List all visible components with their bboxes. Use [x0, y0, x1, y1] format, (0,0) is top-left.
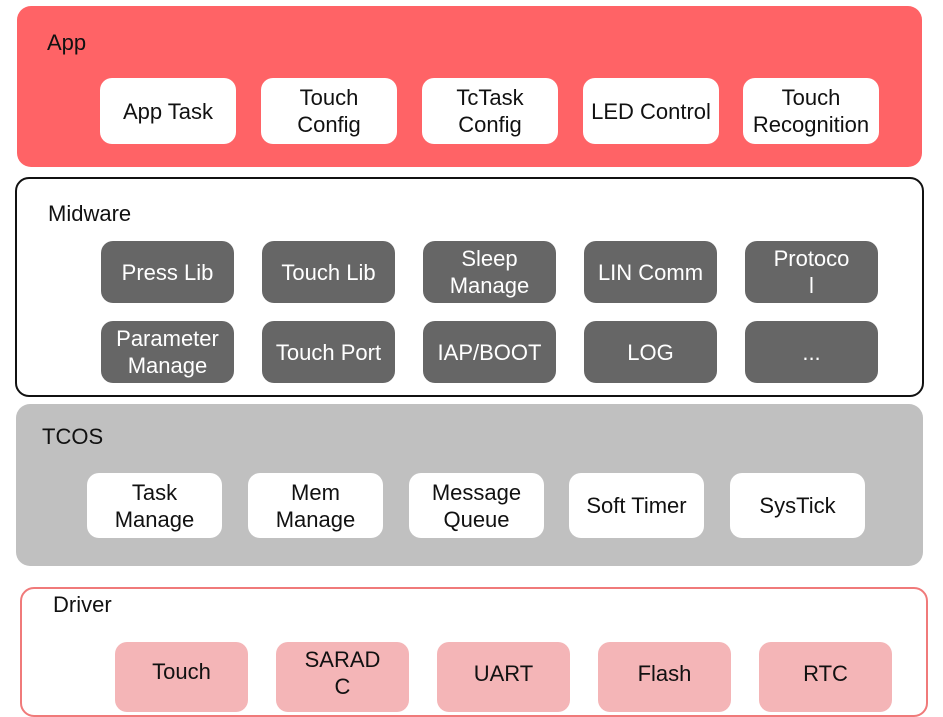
tctask-config-box: TcTask Config [422, 78, 558, 144]
mem-manage-box: Mem Manage [248, 473, 383, 538]
touch-recognition-box: Touch Recognition [743, 78, 879, 144]
touch-lib-box: Touch Lib [262, 241, 395, 303]
parameter-manage-box: Parameter Manage [101, 321, 234, 383]
touch-driver-box: Touch [115, 642, 248, 712]
uart-driver-box: UART [437, 642, 570, 712]
press-lib-box: Press Lib [101, 241, 234, 303]
touch-port-box: Touch Port [262, 321, 395, 383]
tcos-layer-title: TCOS [42, 424, 104, 449]
lin-comm-box: LIN Comm [584, 241, 717, 303]
soft-timer-box: Soft Timer [569, 473, 704, 538]
systick-box: SysTick [730, 473, 865, 538]
midware-layer-title: Midware [48, 201, 132, 226]
touch-config-box: Touch Config [261, 78, 397, 144]
iap-boot-box: IAP/BOOT [423, 321, 556, 383]
tcos-layer: TCOS Task Manage Mem Manage Message Queu… [16, 404, 923, 566]
driver-layer: Driver Touch SARAD C UART Flash RTC [20, 587, 928, 717]
sleep-manage-box: Sleep Manage [423, 241, 556, 303]
led-control-box: LED Control [583, 78, 719, 144]
app-layer: App App Task Touch Config TcTask Config … [17, 6, 922, 167]
rtc-driver-box: RTC [759, 642, 892, 712]
log-box: LOG [584, 321, 717, 383]
message-queue-box: Message Queue [409, 473, 544, 538]
more-box: ... [745, 321, 878, 383]
driver-layer-title: Driver [53, 592, 112, 617]
app-task-box: App Task [100, 78, 236, 144]
task-manage-box: Task Manage [87, 473, 222, 538]
midware-layer: Midware Press Lib Touch Lib Sleep Manage… [15, 177, 924, 397]
app-layer-title: App [47, 30, 87, 55]
flash-driver-box: Flash [598, 642, 731, 712]
protocol-box: Protoco l [745, 241, 878, 303]
saradc-driver-box: SARAD C [276, 642, 409, 712]
